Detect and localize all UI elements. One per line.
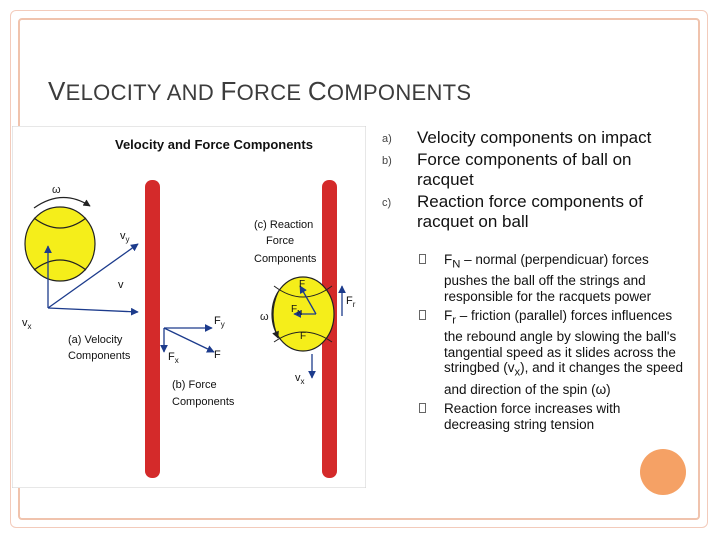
ball-c-seam-bottom <box>273 331 333 343</box>
list-marker: c) <box>382 197 392 209</box>
sub-subscript: N <box>452 258 461 271</box>
list-marker: a) <box>382 133 392 145</box>
list-item: b) Force components of ball on racquet <box>382 150 682 190</box>
list-item-text: Reaction force components of racquet on … <box>417 192 643 231</box>
sub-text: Reaction force increases with decreasing… <box>444 401 621 432</box>
slide-frame-outer <box>10 10 708 528</box>
force-caption-line2: Components <box>172 396 235 408</box>
v-arrow <box>47 307 139 316</box>
vy-arrow <box>47 243 139 309</box>
velocity-caption-line1: (a) Velocity <box>68 334 123 346</box>
omega-label-a: ω <box>52 184 61 196</box>
checkbox-icon <box>419 403 426 414</box>
fy-label: Fy <box>214 315 225 329</box>
list-item-text: Velocity components on impact <box>417 128 652 147</box>
figure-title: Velocity and Force Components <box>115 137 313 152</box>
list-item: a) Velocity components on impact <box>382 128 682 148</box>
fr-label: Fr <box>346 295 356 309</box>
velocity-force-diagram: Velocity and Force Components ω vy v vx … <box>12 126 366 488</box>
reaction-f-label: F <box>299 279 305 290</box>
sub-text: F <box>444 308 453 324</box>
reaction-f2-label: F <box>300 331 306 342</box>
spin-arrow-a <box>33 196 91 209</box>
sub-text: ), and it changes the speed and directio… <box>444 360 684 397</box>
sub-list-item: Reaction force increases with decreasing… <box>416 401 686 432</box>
vx-label: vx <box>22 317 32 331</box>
ball-c-seam-top <box>273 285 333 298</box>
racquet-left <box>145 180 160 478</box>
sub-text: – friction (parallel) forces influences … <box>444 308 677 376</box>
checkbox-icon <box>419 254 426 264</box>
reaction-caption-line3: Components <box>254 253 317 265</box>
f-label: F <box>214 349 221 361</box>
sub-subscript: r <box>452 314 456 327</box>
list-item: c) Reaction force components of racquet o… <box>382 192 682 232</box>
spin-arrow-c <box>272 291 279 339</box>
fx-label: Fx <box>168 351 179 365</box>
ball-a-seam-bottom <box>33 259 87 271</box>
decorative-circle <box>640 449 686 495</box>
vy-label: vy <box>120 230 130 244</box>
list-marker: b) <box>382 155 392 167</box>
sub-list: FN – normal (perpendicuar) forces pushes… <box>416 252 686 436</box>
reaction-f-arrow <box>299 285 317 315</box>
sub-list-item: FN – normal (perpendicuar) forces pushes… <box>416 252 686 304</box>
vx-label-c: vx <box>295 372 305 386</box>
fn-label: FN <box>291 304 302 317</box>
sub-subscript: x <box>514 367 521 380</box>
ball-a-seam-top <box>33 217 87 229</box>
checkbox-icon <box>419 310 426 321</box>
velocity-caption-line2: Components <box>68 350 131 362</box>
reaction-caption-line2: Force <box>266 235 294 247</box>
list-item-text: Force components of ball on racquet <box>417 150 632 189</box>
slide-title: VELOCITY AND FORCE COMPONENTS <box>48 76 472 106</box>
sub-text: F <box>444 252 453 267</box>
f-arrow <box>163 327 215 353</box>
force-caption-line1: (b) Force <box>172 379 217 391</box>
main-list: a) Velocity components on impact b) Force … <box>382 128 682 234</box>
reaction-caption-line1: (c) Reaction <box>254 219 313 231</box>
v-label: v <box>118 279 124 291</box>
omega-label-c: ω <box>260 311 269 323</box>
ball-a <box>24 206 96 282</box>
sub-list-item: Fr – friction (parallel) forces influenc… <box>416 308 686 397</box>
sub-text: – normal (perpendicuar) forces pushes th… <box>444 252 652 304</box>
